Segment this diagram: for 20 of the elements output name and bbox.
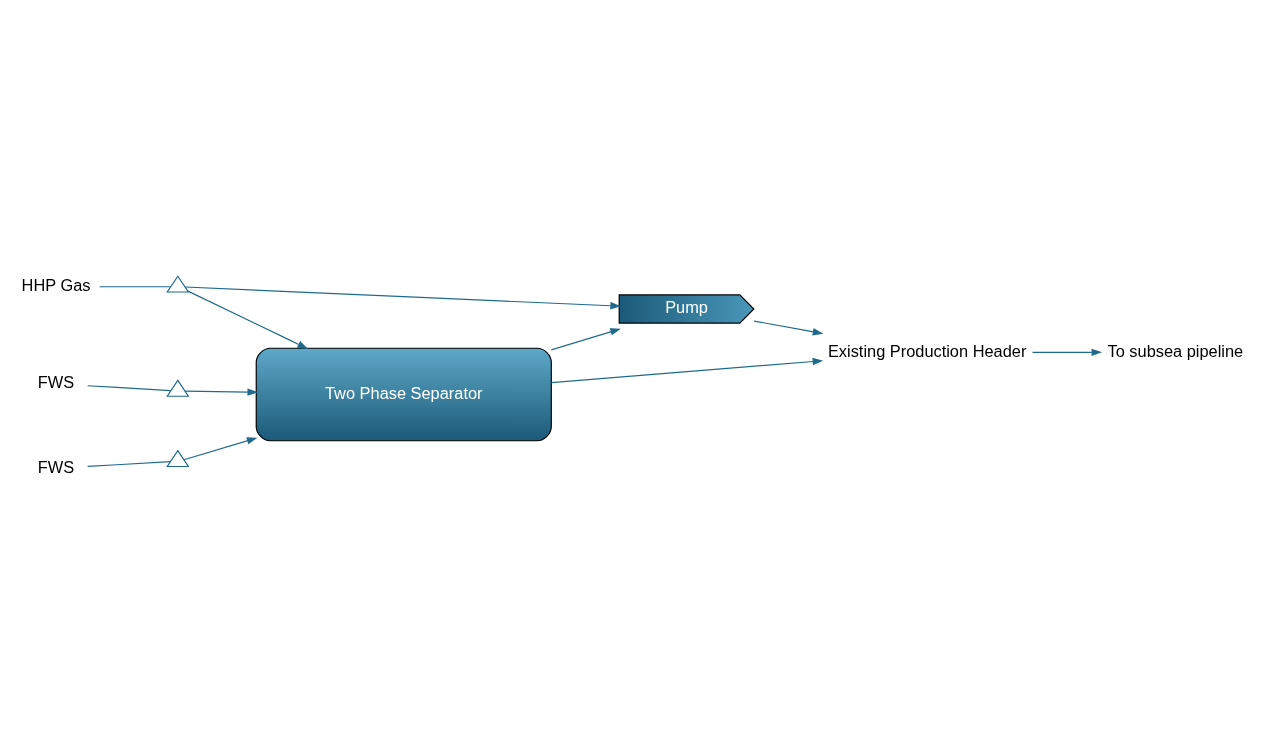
- node-valve: [166, 449, 190, 468]
- connector: [87, 461, 171, 468]
- connector: [99, 286, 172, 288]
- node-text: FWS: [37, 373, 75, 392]
- arrow: [184, 388, 258, 396]
- node-text: HHP Gas: [21, 276, 91, 295]
- node-valve: [166, 379, 190, 397]
- arrow: [550, 357, 824, 384]
- node-text: To subsea pipeline: [1107, 341, 1244, 360]
- node-text: Existing Production Header: [827, 341, 1027, 360]
- arrow: [183, 437, 258, 461]
- arrow: [753, 320, 824, 336]
- arrow: [1032, 348, 1103, 357]
- arrow: [187, 290, 309, 349]
- node-box: Two Phase Separator: [255, 347, 552, 442]
- arrow: [184, 286, 621, 310]
- node-valve: [166, 275, 190, 293]
- connector: [87, 385, 172, 392]
- node-text: FWS: [37, 457, 75, 476]
- arrow: [550, 328, 621, 351]
